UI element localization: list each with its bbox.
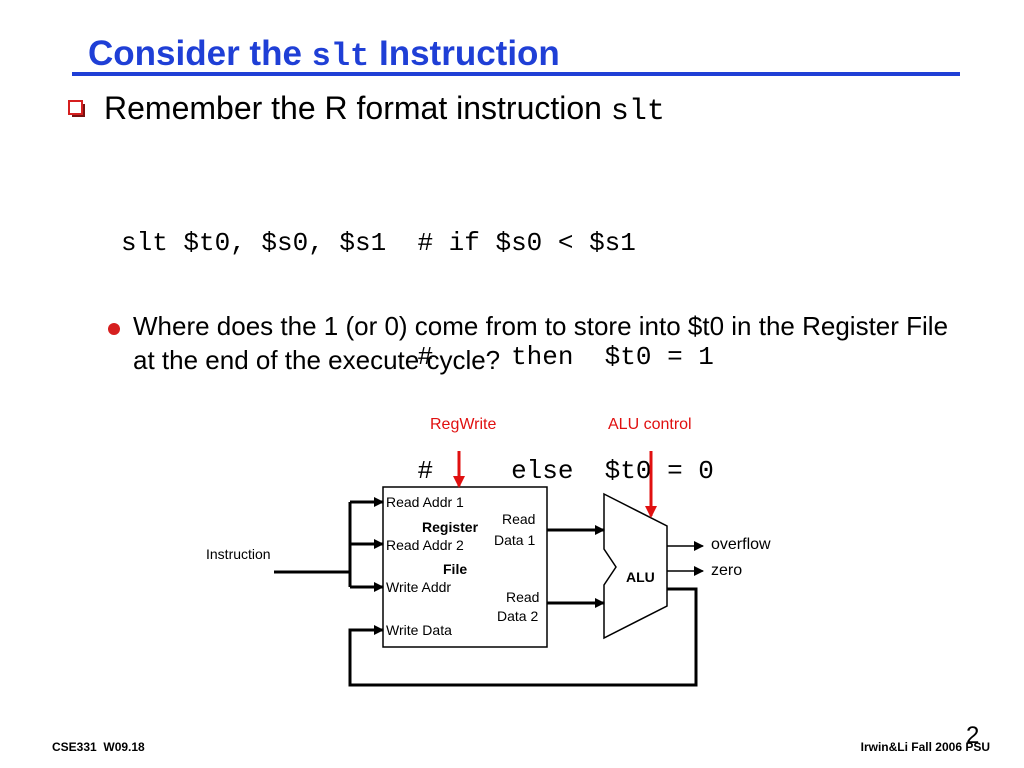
code-block: slt $t0, $s0, $s1 # if $s0 < $s1 # then …	[121, 148, 714, 528]
data-1-label: Data 1	[494, 532, 536, 548]
overflow-label: overflow	[711, 536, 771, 553]
code-line: # then $t0 = 1	[121, 342, 714, 372]
main-bullet-text: Remember the R format instruction	[104, 90, 611, 126]
register-file-box	[382, 486, 548, 648]
read-addr-1-label: Read Addr 1	[386, 494, 464, 510]
regwrite-label: RegWrite	[430, 416, 497, 433]
main-bullet-code: slt	[610, 95, 665, 129]
page-number: 2	[966, 722, 980, 749]
code-line: slt $t0, $s0, $s1 # if $s0 < $s1	[121, 228, 636, 258]
write-back-wire	[348, 587, 698, 687]
data-2-label: Data 2	[497, 608, 539, 624]
alu-shape	[603, 492, 668, 640]
round-bullet-icon	[108, 323, 120, 335]
title-prefix: Consider the	[88, 34, 312, 73]
square-bullet-icon	[68, 100, 86, 118]
file-label: File	[443, 561, 468, 577]
title-underline	[72, 72, 960, 76]
alu-control-label: ALU control	[608, 416, 692, 433]
write-data-label: Write Data	[386, 622, 452, 638]
read-2-label: Read	[506, 589, 540, 605]
read-1-label: Read	[502, 511, 536, 527]
read-addr-2-label: Read Addr 2	[386, 537, 464, 553]
footer-credit: Irwin&Li Fall 2006 PSU	[860, 740, 990, 754]
alu-label: ALU	[626, 569, 655, 585]
main-bullet: Remember the R format instruction slt	[104, 88, 665, 132]
instruction-label: Instruction	[206, 546, 271, 562]
sub-bullet-text: Where does the 1 (or 0) come from to sto…	[133, 311, 949, 375]
zero-label: zero	[711, 562, 743, 579]
slide-title: Consider the slt Instruction	[88, 34, 560, 77]
write-addr-label: Write Addr	[386, 579, 452, 595]
title-suffix: Instruction	[369, 34, 560, 73]
code-line: # else $t0 = 0	[121, 456, 714, 486]
title-code: slt	[311, 38, 370, 75]
register-label: Register	[422, 519, 479, 535]
footer-course: CSE331 W09.18	[52, 740, 145, 754]
